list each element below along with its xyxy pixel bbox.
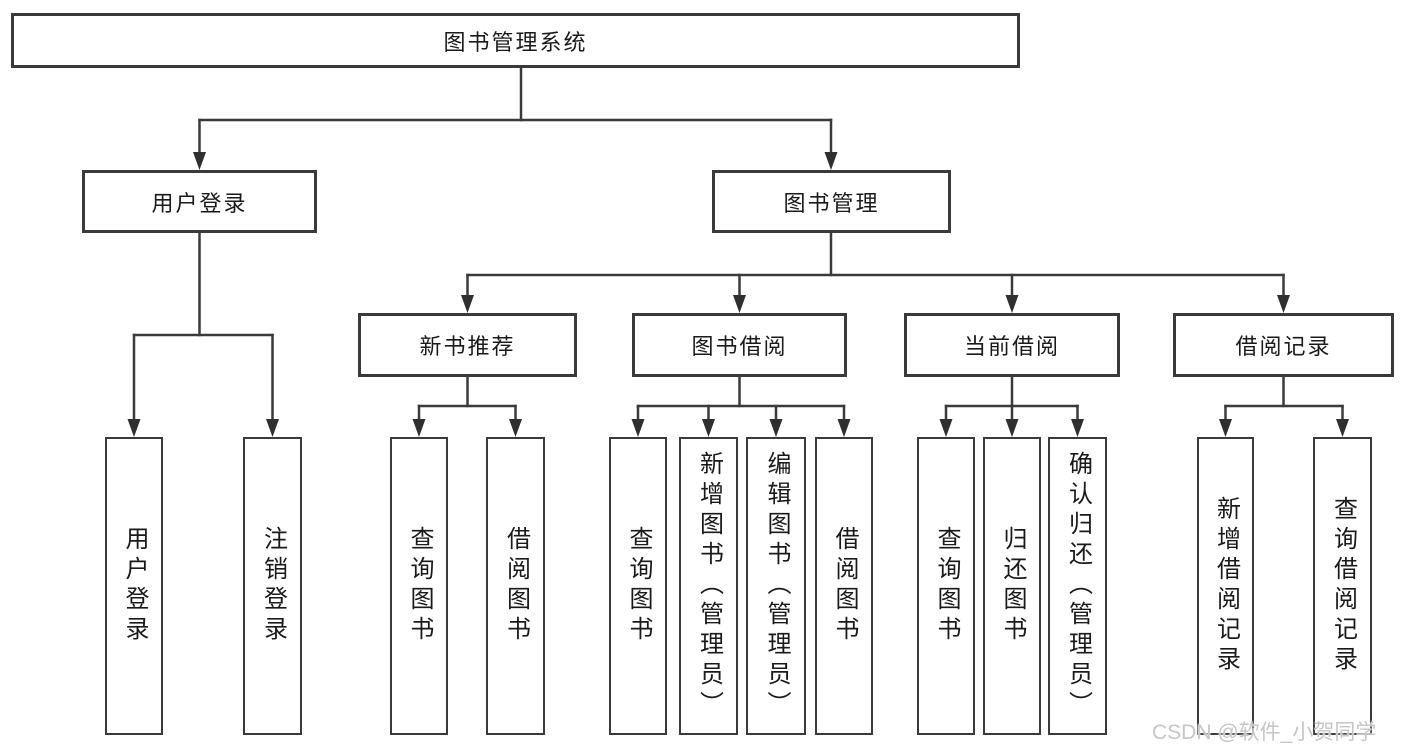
leaf-borrow-book-label: 借阅图书 [831, 526, 858, 646]
node-borrow-record-label: 借阅记录 [1235, 334, 1332, 359]
node-system-root-label: 图书管理系统 [443, 29, 588, 55]
node-current-borrow-label: 当前借阅 [963, 334, 1060, 359]
node-system-root: 图书管理系统 [11, 13, 1020, 68]
leaf-add-book-admin-label: 新增图书（管理员） [695, 451, 723, 721]
leaf-newbook-borrow-book: 借阅图书 [486, 437, 545, 735]
node-book-borrow: 图书借阅 [632, 313, 847, 377]
leaf-logout: 注销登录 [243, 437, 302, 735]
leaf-user-login-label: 用户登录 [121, 526, 148, 646]
leaf-add-borrow-record-label: 新增借阅记录 [1212, 496, 1240, 676]
leaf-query-borrow-record: 查询借阅记录 [1313, 437, 1372, 735]
leaf-borrow-query-book-label: 查询图书 [625, 526, 652, 646]
leaf-edit-book-admin: 编辑图书（管理员） [746, 437, 806, 735]
node-new-book-recommend-label: 新书推荐 [419, 334, 516, 359]
leaf-return-book: 归还图书 [983, 437, 1041, 735]
node-user-login-label: 用户登录 [151, 190, 248, 216]
leaf-newbook-query-book-label: 查询图书 [406, 526, 433, 646]
leaf-add-book-admin: 新增图书（管理员） [679, 437, 738, 735]
node-borrow-record: 借阅记录 [1173, 313, 1394, 377]
leaf-newbook-borrow-book-label: 借阅图书 [502, 526, 530, 646]
csdn-watermark: CSDN @软件_小贺同学 [1152, 721, 1377, 744]
leaf-confirm-return-admin: 确认归还（管理员） [1048, 437, 1107, 735]
node-new-book-recommend: 新书推荐 [358, 313, 577, 377]
leaf-query-borrow-record-label: 查询借阅记录 [1329, 496, 1357, 676]
leaf-logout-label: 注销登录 [259, 526, 287, 646]
node-book-management-label: 图书管理 [783, 190, 880, 216]
leaf-return-book-label: 归还图书 [999, 526, 1026, 646]
leaf-newbook-query-book: 查询图书 [390, 437, 448, 735]
leaf-user-login: 用户登录 [105, 437, 163, 735]
leaf-confirm-return-admin-label: 确认归还（管理员） [1064, 451, 1092, 721]
node-book-management: 图书管理 [712, 170, 951, 233]
leaf-edit-book-admin-label: 编辑图书（管理员） [763, 451, 790, 721]
leaf-borrow-query-book: 查询图书 [609, 437, 667, 735]
node-current-borrow: 当前借阅 [904, 313, 1120, 377]
leaf-add-borrow-record: 新增借阅记录 [1197, 437, 1254, 735]
leaf-current-query-book: 查询图书 [917, 437, 975, 735]
node-book-borrow-label: 图书借阅 [691, 334, 788, 359]
node-user-login: 用户登录 [82, 170, 317, 233]
leaf-current-query-book-label: 查询图书 [933, 526, 960, 646]
leaf-borrow-book: 借阅图书 [815, 437, 873, 735]
